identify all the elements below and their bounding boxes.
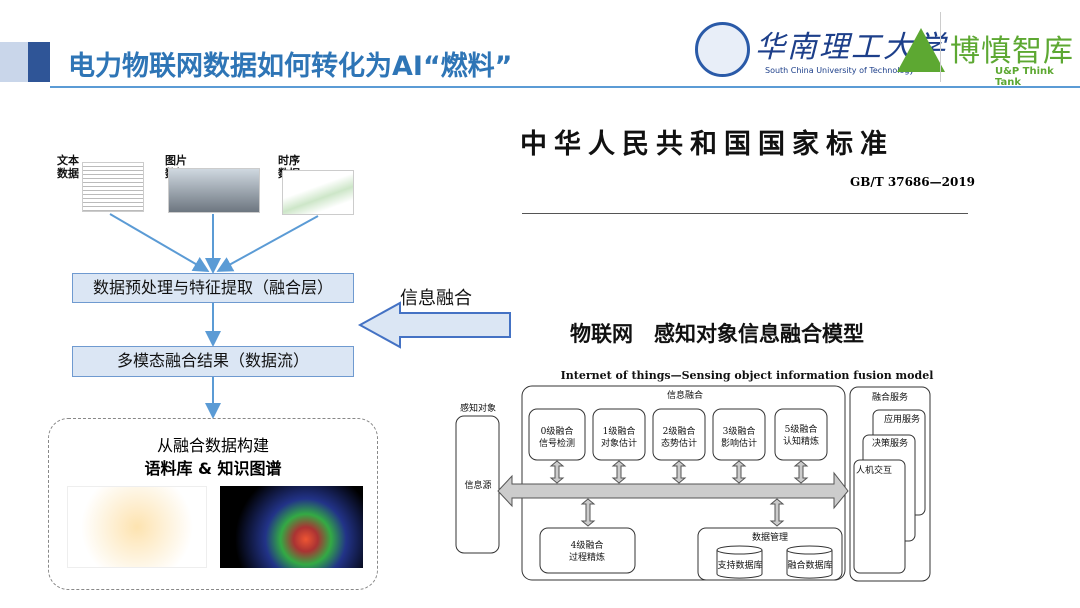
corpus-visualization-image [220, 486, 363, 568]
sensing-label: 感知对象 [460, 402, 496, 414]
standard-divider [522, 213, 968, 214]
university-name-en: South China University of Technology [765, 66, 915, 75]
svg-text:信号检测: 信号检测 [539, 437, 575, 449]
info-bus-arrow [497, 471, 849, 510]
result-panel [48, 418, 378, 590]
result-heading: 从融合数据构建 [156, 436, 269, 455]
page-title: 电力物联网数据如何转化为AI“燃料” [68, 51, 513, 82]
university-seal-logo [695, 22, 750, 77]
svg-text:5级融合: 5级融合 [785, 423, 818, 435]
source-label-text: 文本数据 [57, 154, 79, 180]
svg-text:融合服务: 融合服务 [872, 391, 908, 403]
thinktank-name-cn: 博慎智库 [950, 34, 1074, 69]
svg-text:决策服务: 决策服务 [872, 437, 908, 449]
fusion-model-diagram: Internet of things—Sensing object inform… [455, 369, 934, 582]
svg-text:对象估计: 对象估计 [601, 437, 637, 449]
svg-text:1级融合: 1级融合 [603, 425, 636, 437]
svg-text:数据管理: 数据管理 [752, 531, 788, 543]
svg-text:信息源: 信息源 [464, 479, 491, 491]
header-decor [0, 42, 28, 82]
svg-text:0级融合: 0级融合 [541, 425, 574, 437]
fusion-arrow-label: 信息融合 [400, 288, 472, 309]
fusion-result-box: 多模态融合结果（数据流） [72, 346, 354, 377]
svg-text:融合数据库: 融合数据库 [787, 559, 832, 571]
info-source-box [455, 415, 500, 554]
image-data-image [168, 168, 260, 213]
text-data-image [82, 162, 144, 212]
standard-title: 中华人民共和国国家标准 [520, 129, 894, 160]
svg-text:3级融合: 3级融合 [723, 425, 756, 437]
timeseries-data-image [282, 170, 354, 215]
model-subtitle: Internet of things—Sensing object inform… [561, 369, 934, 382]
svg-text:态势估计: 态势估计 [661, 437, 697, 449]
preprocess-step-box: 数据预处理与特征提取（融合层） [72, 273, 354, 303]
svg-text:人机交互: 人机交互 [856, 464, 892, 476]
level-boxes [528, 408, 828, 574]
divider [940, 12, 941, 82]
knowledge-graph-image [67, 486, 207, 568]
svg-text:4级融合: 4级融合 [571, 539, 604, 551]
thinktank-name-en: U&P Think Tank [995, 66, 1054, 88]
model-title: 物联网 感知对象信息融合模型 [570, 322, 864, 346]
svg-text:过程精炼: 过程精炼 [569, 551, 605, 563]
fusion-arrow [357, 301, 511, 349]
header-divider [50, 86, 1080, 88]
svg-text:2级融合: 2级融合 [663, 425, 696, 437]
svg-text:应用服务: 应用服务 [884, 413, 920, 425]
svg-text:影响估计: 影响估计 [721, 437, 757, 449]
result-subheading: 语料库 & 知识图谱 [144, 459, 282, 478]
standard-number: GB/T 37686—2019 [850, 175, 976, 189]
thinktank-logo [897, 28, 945, 72]
header-decor [28, 42, 50, 82]
svg-text:信息融合: 信息融合 [667, 389, 703, 401]
flow-arrows [109, 213, 511, 419]
database-icons [716, 545, 833, 579]
vertical-arrows [549, 460, 809, 527]
svg-text:认知精炼: 认知精炼 [783, 435, 819, 447]
svg-text:支持数据库: 支持数据库 [717, 559, 762, 571]
